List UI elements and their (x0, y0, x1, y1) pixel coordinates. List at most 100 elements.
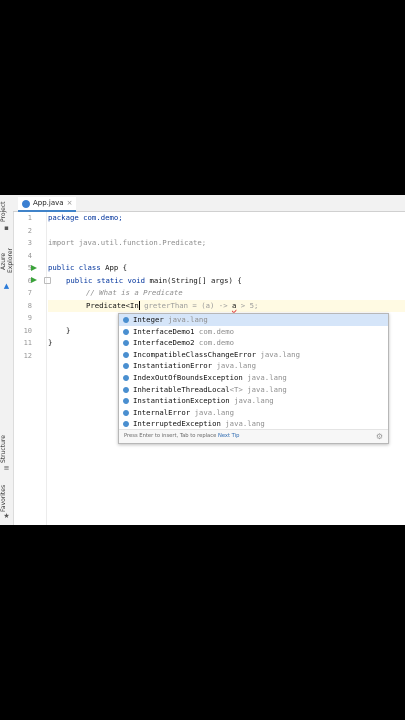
class-icon (123, 409, 129, 416)
code-line-6: public static void main(String[] args) { (48, 275, 405, 287)
completion-item-name: IncompatibleClassChangeError (133, 349, 257, 359)
class-icon (123, 398, 129, 405)
code-line-1: package com.demo; (48, 212, 405, 224)
closing-brace: } (48, 338, 53, 347)
line-gutter: 1 2 3 4 5 6 7 8 9 10 11 12 (14, 212, 51, 525)
method-signature: main(String[] args) { (145, 275, 242, 285)
typed-text: Predicate<In (86, 300, 139, 310)
close-icon[interactable]: × (66, 199, 73, 207)
line-number: 5 (27, 264, 32, 272)
import-statement: import java.util.function.Predicate; (48, 238, 207, 247)
completion-item[interactable]: InterruptedException java.lang (119, 418, 388, 430)
line-number: 12 (23, 351, 32, 360)
completion-item[interactable]: InternalError java.lang (119, 407, 388, 419)
comment: // What is a Predicate (86, 288, 183, 297)
class-icon (123, 317, 129, 323)
completion-item[interactable]: InterfaceDemo2 com.demo (119, 337, 388, 349)
class-icon (123, 374, 129, 381)
keyword: public static void (66, 275, 146, 285)
completion-item-generic: <T> (229, 384, 243, 394)
completion-item-package: java.lang (216, 361, 257, 371)
fold-icon[interactable] (44, 277, 51, 284)
completion-item[interactable]: IncompatibleClassChangeError java.lang (119, 349, 388, 361)
code-line-10: } (48, 325, 405, 337)
ghost-text: greterThan = (a) -> (139, 300, 232, 310)
keyword: public class (48, 263, 101, 272)
gear-icon[interactable]: ⚙ (375, 432, 383, 441)
code-editor[interactable]: package com.demo; import java.util.funct… (48, 212, 405, 525)
completion-item-name: InstantiationException (133, 396, 230, 406)
completion-item-name: InternalError (133, 407, 191, 417)
azure-icon: ▲ (3, 282, 10, 290)
structure-icon: ≡ (3, 464, 10, 472)
code-line-7: // What is a Predicate (48, 287, 405, 299)
completion-item[interactable]: InterfaceDemo1 com.demo (119, 326, 388, 338)
line-number: 3 (27, 239, 32, 247)
code-line-8: Predicate<In greterThan = (a) -> a > 5; (48, 299, 405, 312)
footer-hint: Press Enter to insert, Tab to replace (124, 433, 217, 439)
package-statement: package com.demo; (48, 213, 123, 222)
ghost-text-end: > 5; (236, 300, 259, 310)
error-token: a (231, 300, 237, 310)
class-name: App { (100, 263, 128, 272)
class-icon (123, 421, 129, 428)
class-icon (123, 386, 129, 393)
completion-item-package: java.lang (247, 384, 287, 394)
completion-item[interactable]: InstantiationException java.lang (119, 395, 388, 407)
completion-item-name: Integer (133, 315, 164, 324)
line-number: 7 (27, 289, 32, 297)
completion-item-name: IndexOutOfBoundsException (133, 372, 243, 382)
completion-item-name: InterfaceDemo2 (133, 338, 195, 348)
code-line-3: import java.util.function.Predicate; (48, 237, 405, 249)
tool-project[interactable]: Project (0, 201, 7, 223)
star-icon: ★ (3, 512, 10, 520)
line-number: 10 (23, 326, 32, 335)
folder-icon: ▪ (4, 224, 9, 232)
completion-item[interactable]: InstantiationError java.lang (119, 360, 388, 372)
code-line-5: public class App { (48, 262, 405, 274)
tool-structure[interactable]: Structure (0, 435, 7, 463)
line-number: 6 (27, 276, 32, 285)
editor-tab-bar: App.java × (13, 195, 405, 212)
completion-item-name: InheritableThreadLocal (133, 384, 230, 394)
line-number: 1 (27, 214, 32, 222)
java-class-icon (22, 199, 30, 208)
completion-item-package: java.lang (168, 315, 208, 324)
completion-item-package: java.lang (234, 396, 274, 406)
completion-item-package: java.lang (260, 349, 300, 359)
completion-item-package: com.demo (198, 338, 235, 348)
closing-brace: } (66, 325, 71, 335)
completion-item-name: InterfaceDemo1 (133, 326, 195, 336)
run-class-icon[interactable] (31, 264, 37, 271)
completion-item-package: java.lang (225, 419, 265, 429)
completion-item[interactable]: Integer java.lang (119, 314, 388, 326)
text-caret (138, 301, 140, 310)
completion-item[interactable]: InheritableThreadLocal<T> java.lang (119, 384, 388, 396)
completion-item-package: java.lang (247, 372, 287, 382)
class-icon (123, 328, 129, 335)
line-number: 4 (27, 251, 32, 260)
line-number: 2 (27, 226, 32, 235)
run-main-icon[interactable] (31, 277, 37, 283)
code-line-11: } (48, 337, 405, 349)
class-icon (123, 351, 129, 358)
completion-footer: Press Enter to insert, Tab to replace Ne… (119, 429, 388, 443)
completion-item-package: com.demo (198, 326, 235, 336)
line-number: 8 (27, 301, 32, 310)
tab-label: App.java (33, 199, 64, 207)
completion-item-package: java.lang (194, 407, 235, 417)
completion-item[interactable]: IndexOutOfBoundsException java.lang (119, 372, 388, 384)
line-number: 11 (23, 339, 32, 347)
next-tip-link[interactable]: Next Tip (217, 433, 240, 439)
ide-window: Project ▪ Azure Explorer ▲ Structure ≡ F… (0, 195, 405, 525)
left-tool-strip: Project ▪ Azure Explorer ▲ Structure ≡ F… (0, 195, 14, 525)
tab-app-java[interactable]: App.java × (18, 197, 77, 212)
class-icon (123, 363, 129, 370)
tool-azure-explorer[interactable]: Azure Explorer (0, 248, 14, 274)
line-number: 9 (27, 314, 32, 322)
completion-item-name: InstantiationError (133, 361, 213, 371)
completion-item-name: InterruptedException (133, 419, 221, 429)
tool-favorites[interactable]: Favorites (0, 484, 7, 512)
class-icon (123, 340, 129, 347)
